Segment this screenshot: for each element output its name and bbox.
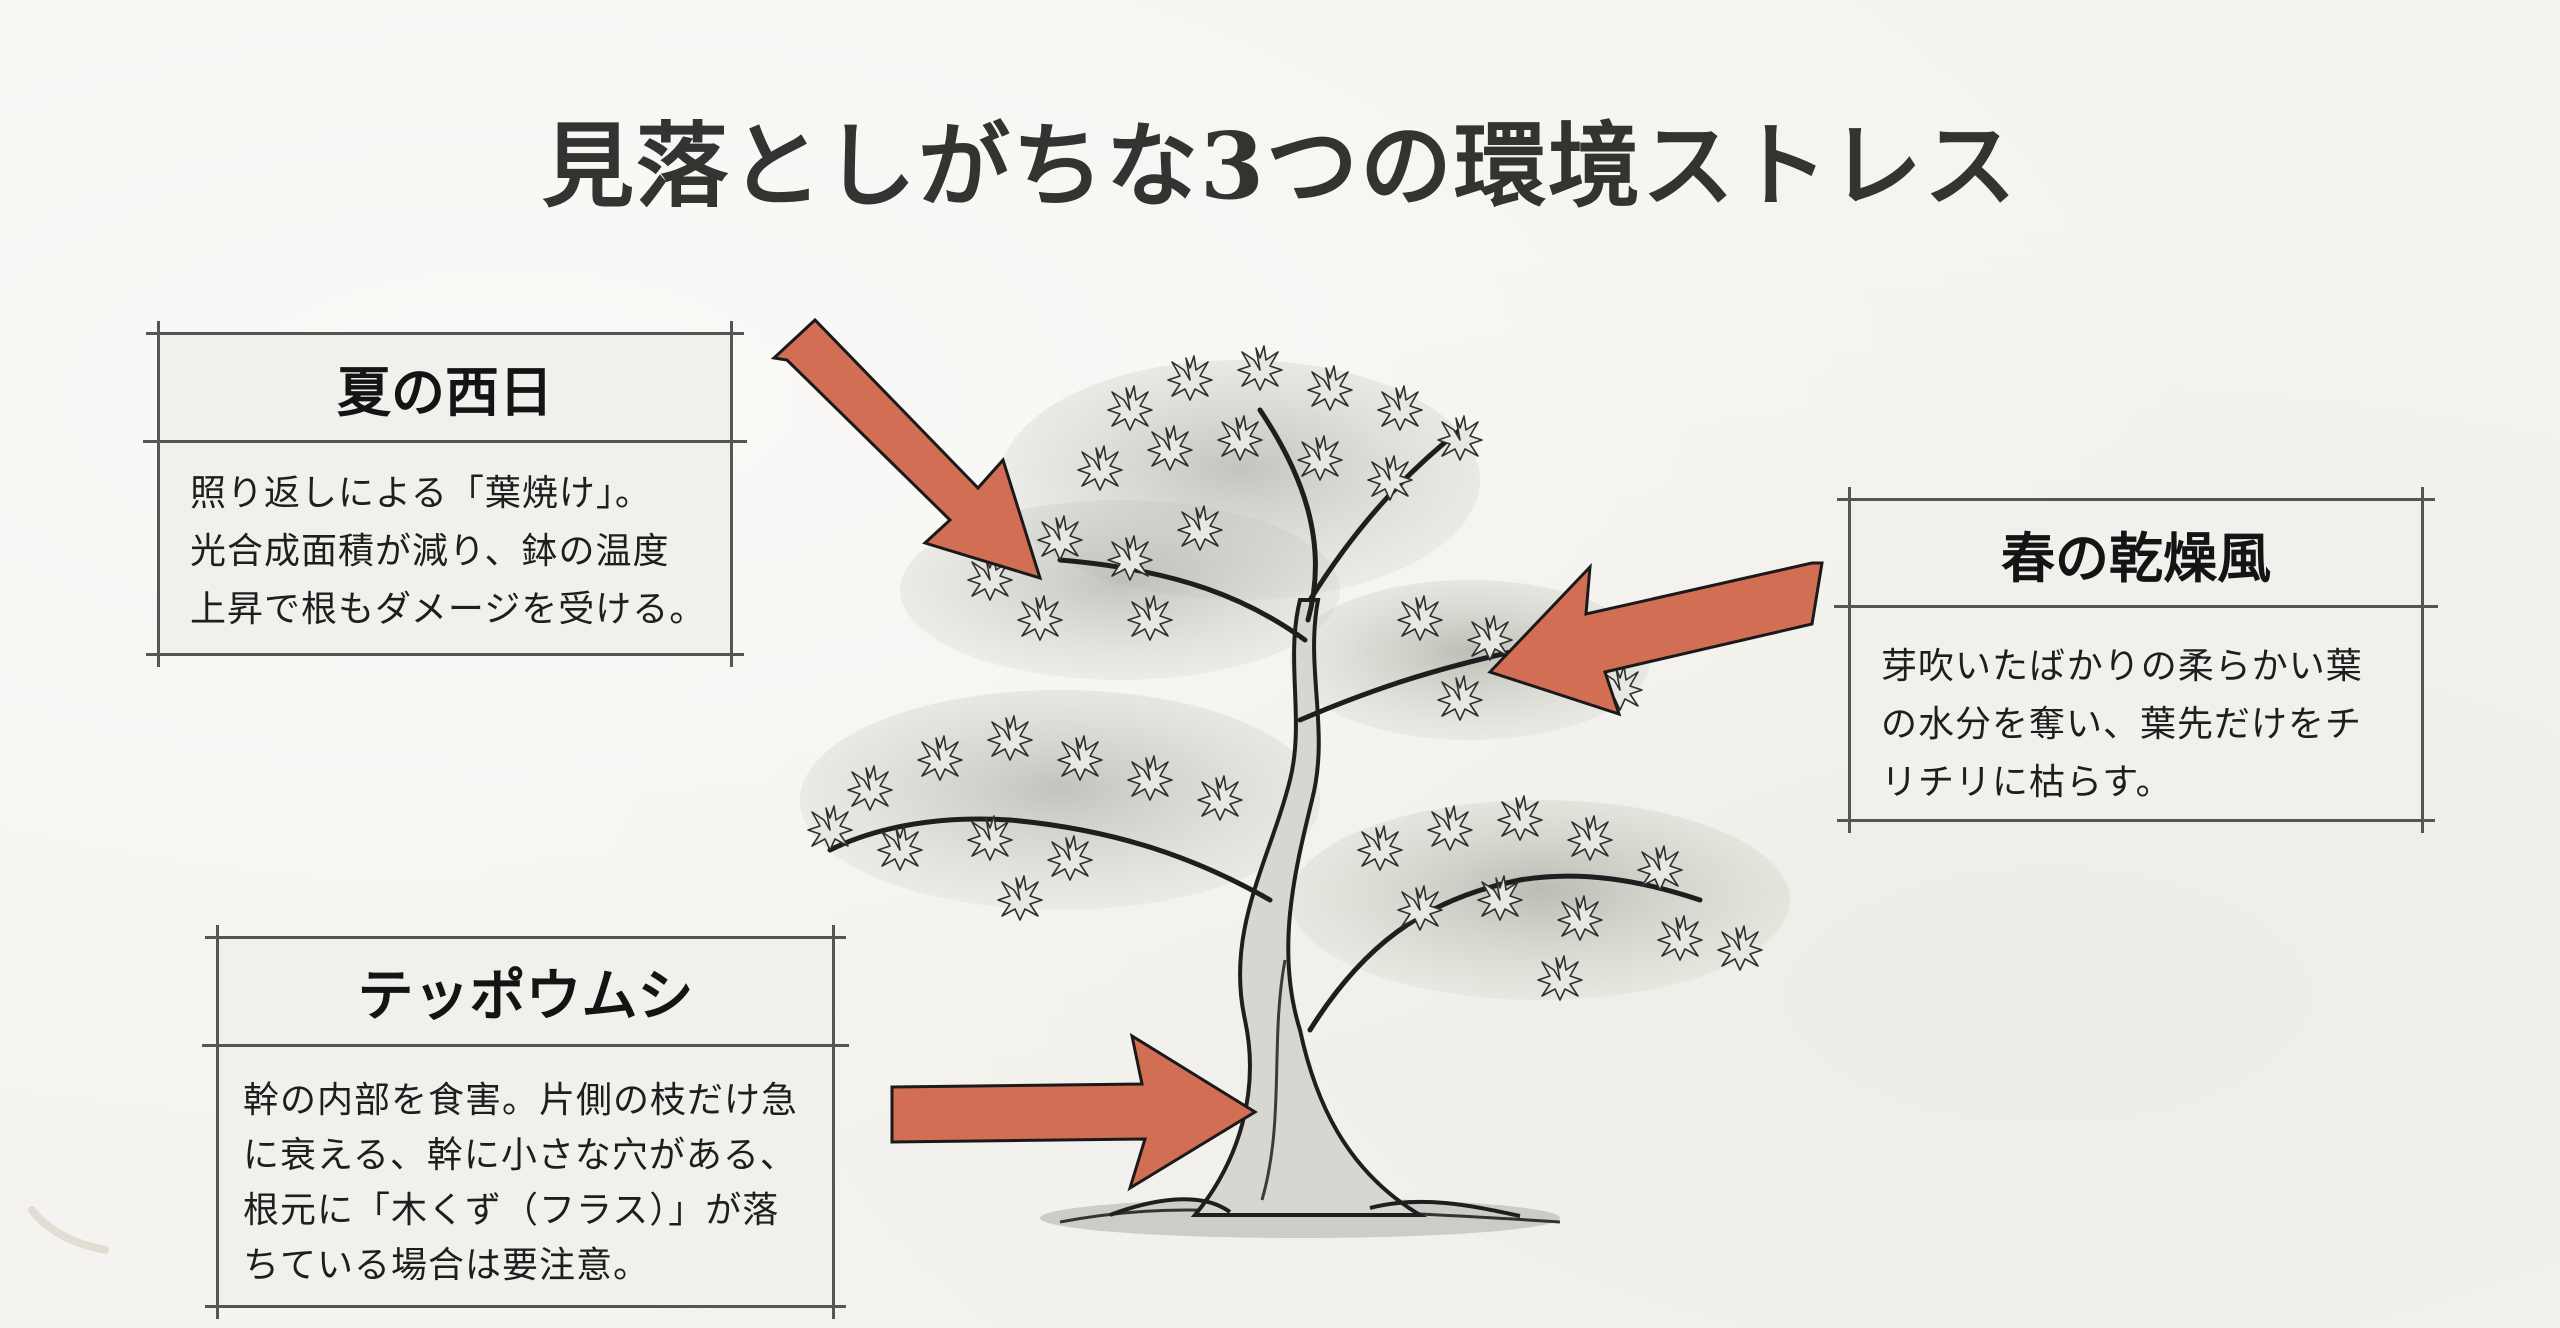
arrow-west-sun xyxy=(770,317,1043,581)
callout-body-line: リチリに枯らす。 xyxy=(1881,762,2173,803)
callout-borer: テッポウムシ 幹の内部を食害。片側の枝だけ急 に衰える、幹に小さな穴がある、 根… xyxy=(202,925,849,1319)
callout-body: 照り返しによる「葉焼け」。 光合成面積が減り、鉢の温度 上昇で根もダメージを受け… xyxy=(160,443,730,639)
callout-body-line: 根元に「木くず（フラス）」が落 xyxy=(243,1190,780,1231)
callout-body: 幹の内部を食害。片側の枝だけ急 に衰える、幹に小さな穴がある、 根元に「木くず（… xyxy=(219,1047,832,1293)
callout-body-line: 上昇で根もダメージを受ける。 xyxy=(190,589,707,630)
callout-dry-wind: 春の乾燥風 芽吹いたばかりの柔らかい葉 の水分を奪い、葉先だけをチ リチリに枯ら… xyxy=(1834,487,2438,833)
callout-body-line: 芽吹いたばかりの柔らかい葉 xyxy=(1881,646,2363,687)
callout-body-line: 照り返しによる「葉焼け」。 xyxy=(190,473,652,514)
paper-mark xyxy=(28,1206,109,1254)
callout-body-line: 光合成面積が減り、鉢の温度 xyxy=(190,531,670,572)
page-title: 見落としがちな3つの環境ストレス xyxy=(541,112,2018,220)
callout-body-line: 幹の内部を食害。片側の枝だけ急 xyxy=(243,1080,799,1121)
callout-west-sun: 夏の西日 照り返しによる「葉焼け」。 光合成面積が減り、鉢の温度 上昇で根もダメ… xyxy=(143,321,747,667)
callout-heading: 春の乾燥風 xyxy=(1834,501,2438,608)
arrow-dry-wind xyxy=(1487,561,1824,717)
callout-heading-text: 春の乾燥風 xyxy=(2001,526,2271,590)
callout-body-line: に衰える、幹に小さな穴がある、 xyxy=(243,1135,797,1176)
callout-body-line: ちている場合は要注意。 xyxy=(243,1245,651,1286)
callout-heading-text: テッポウムシ xyxy=(357,964,694,1029)
callout-heading-text: 夏の西日 xyxy=(337,361,553,424)
callout-heading: 夏の西日 xyxy=(143,335,747,443)
callout-body-line: の水分を奪い、葉先だけをチ xyxy=(1881,704,2363,745)
callout-heading: テッポウムシ xyxy=(202,939,849,1047)
callout-body: 芽吹いたばかりの柔らかい葉 の水分を奪い、葉先だけをチ リチリに枯らす。 xyxy=(1851,608,2421,812)
arrow-borer xyxy=(890,1032,1258,1192)
